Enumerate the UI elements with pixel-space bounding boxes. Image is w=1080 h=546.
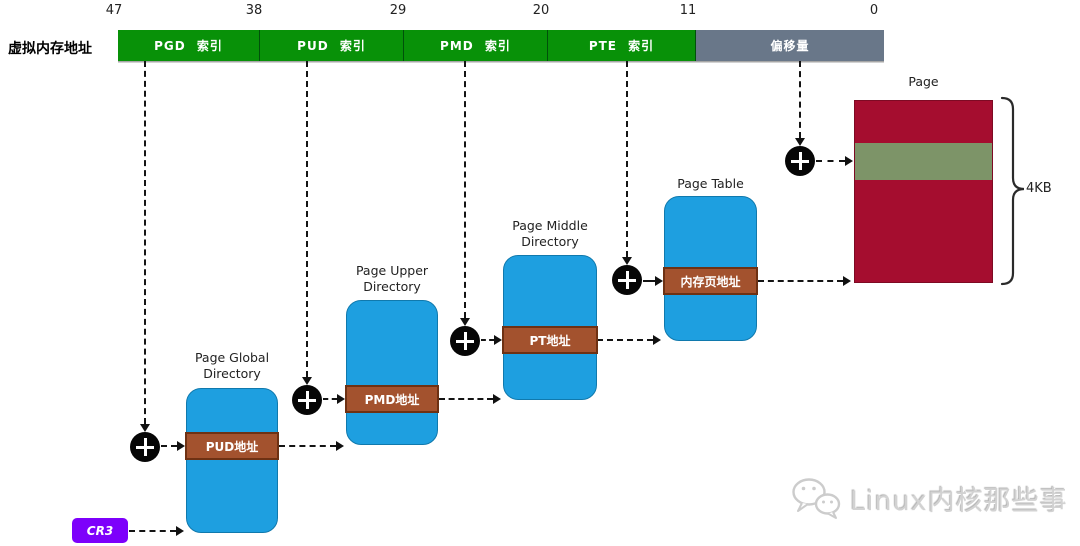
arrowhead-right-icon: [336, 441, 344, 451]
page-table-box: 内存页地址: [663, 196, 758, 341]
arrowhead-right-icon: [653, 335, 661, 345]
bit-label-20: 20: [532, 3, 550, 18]
arrowhead-right-icon: [337, 394, 345, 404]
pud-index-dropline: [306, 61, 308, 377]
page-entry-to-page-line: [758, 280, 843, 282]
arrowhead-right-icon: [655, 276, 663, 286]
pt-address-entry: PT地址: [502, 326, 598, 354]
page-middle-directory-box: PT地址: [502, 255, 598, 400]
cr3-to-pgd-line: [129, 530, 176, 532]
arrowhead-right-icon: [176, 526, 184, 536]
page-offset-target-band: [855, 143, 992, 180]
segment-pmd-index: PMD 索引: [404, 30, 548, 61]
offset-dropline: [799, 61, 801, 138]
plus-icon: [785, 146, 815, 176]
watermark-text: Linux内核那些事: [850, 485, 1068, 517]
pte-index-dropline: [626, 61, 628, 257]
pgd-table-title: Page Global Directory: [194, 350, 270, 382]
arrowhead-down-icon: [302, 377, 312, 385]
plus-to-pud-entry-line: [161, 445, 177, 447]
arrowhead-right-icon: [494, 335, 502, 345]
bit-label-29: 29: [389, 3, 407, 18]
segment-pud-index: PUD 索引: [260, 30, 404, 61]
arrowhead-right-icon: [843, 276, 851, 286]
pgd-index-dropline: [144, 61, 146, 424]
pmd-table-title: Page Middle Directory: [512, 218, 588, 250]
pt-entry-to-page-table-line: [597, 339, 653, 341]
page-size-brace: [1000, 96, 1025, 286]
cr3-register: CR3: [72, 518, 128, 543]
segment-pte-index: PTE 索引: [548, 30, 696, 61]
pud-table-title: Page Upper Directory: [355, 263, 429, 295]
plus-icon: [450, 326, 480, 356]
virtual-address-label: 虚拟内存地址: [8, 41, 92, 57]
pmd-address-entry: PMD地址: [345, 385, 439, 413]
plus-to-page-entry-line: [643, 280, 655, 282]
pmd-entry-to-pmd-table-line: [439, 398, 493, 400]
bit-label-0: 0: [869, 3, 879, 18]
arrowhead-right-icon: [493, 394, 501, 404]
page-upper-directory-box: PMD地址: [345, 300, 439, 445]
arrowhead-down-icon: [460, 318, 470, 326]
page-global-directory-box: PUD地址: [185, 388, 279, 533]
pmd-index-dropline: [464, 61, 466, 318]
pud-entry-to-pud-table-line: [279, 445, 336, 447]
arrowhead-right-icon: [177, 441, 185, 451]
memory-page-address-entry: 内存页地址: [663, 267, 758, 295]
physical-page-box: [854, 100, 993, 283]
bit-label-47: 47: [105, 3, 123, 18]
page-size-label: 4KB: [1026, 181, 1052, 196]
bit-label-38: 38: [245, 3, 263, 18]
plus-to-pt-entry-line: [481, 339, 494, 341]
pud-address-entry: PUD地址: [185, 432, 279, 460]
plus-to-pmd-entry-line: [323, 398, 337, 400]
arrowhead-down-icon: [622, 257, 632, 265]
segment-offset: 偏移量: [696, 30, 884, 61]
arrowhead-right-icon: [845, 156, 853, 166]
watermark: Linux内核那些事: [790, 476, 1068, 520]
plus-icon: [292, 385, 322, 415]
page-table-title: Page Table: [677, 176, 744, 191]
plus-icon: [130, 432, 160, 462]
plus-icon: [612, 265, 642, 295]
bit-label-11: 11: [679, 3, 697, 18]
page-title: Page: [908, 74, 939, 89]
plus-to-page-frame-line: [816, 160, 845, 162]
wechat-icon: [792, 478, 841, 519]
arrowhead-down-icon: [140, 424, 150, 432]
arrowhead-down-icon: [795, 138, 805, 146]
virtual-address-bar: PGD 索引 PUD 索引 PMD 索引 PTE 索引 偏移量: [118, 30, 884, 61]
segment-pgd-index: PGD 索引: [118, 30, 260, 61]
